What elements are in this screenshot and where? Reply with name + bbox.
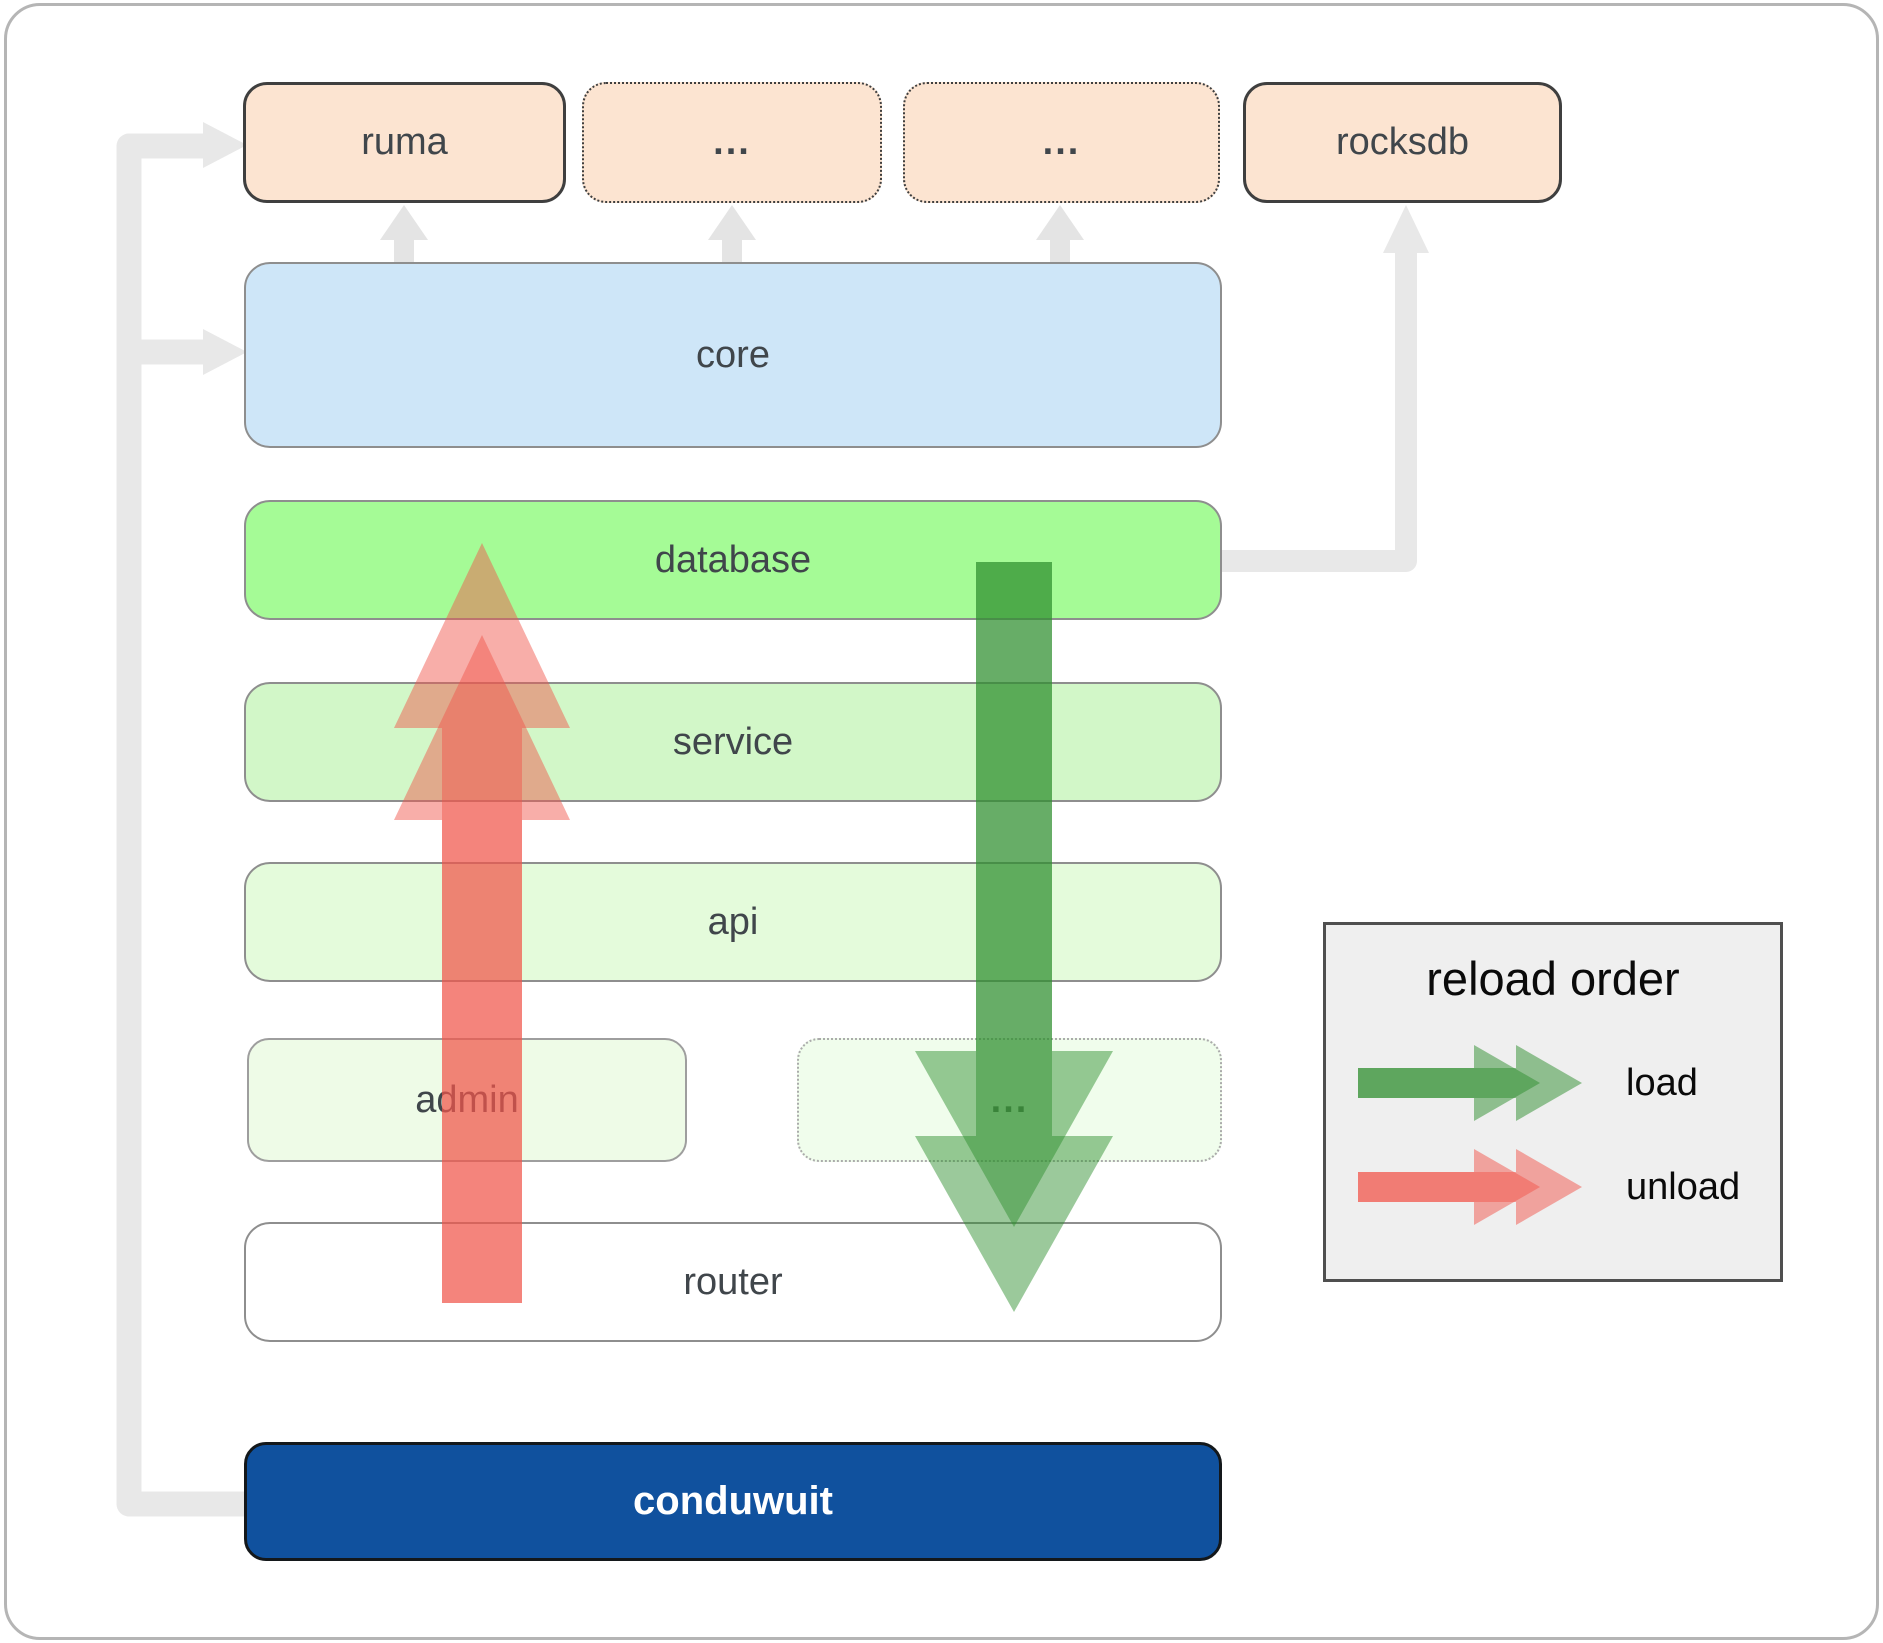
node-rocksdb: rocksdb [1243, 82, 1562, 203]
node-admin: admin [247, 1038, 687, 1162]
legend: reload order load unload [1323, 922, 1783, 1282]
arrow-core-to-ruma [380, 205, 428, 263]
node-ellipsis-admin-row-label: ... [990, 1078, 1029, 1121]
legend-title: reload order [1426, 952, 1680, 1005]
node-ellipsis-top-1: ... [582, 82, 882, 203]
node-ellipsis-top-1-label: ... [713, 121, 751, 163]
connector-database-to-rocksdb [1222, 250, 1417, 572]
node-api-label: api [707, 900, 759, 943]
node-api: api [244, 862, 1222, 982]
node-router-label: router [683, 1260, 783, 1303]
load-arrow-icon [1358, 1045, 1582, 1121]
node-conduwuit-label: conduwuit [633, 1479, 833, 1523]
arrowhead-into-rocksdb [1383, 205, 1429, 253]
legend-row-load: load [1358, 1040, 1780, 1126]
node-ellipsis-top-2: ... [903, 82, 1220, 203]
legend-row-unload: unload [1358, 1144, 1780, 1230]
node-core: core [244, 262, 1222, 448]
node-service-label: service [672, 720, 794, 763]
node-database: database [244, 500, 1222, 620]
arrow-core-to-ellipsis-1 [708, 205, 756, 263]
node-conduwuit: conduwuit [244, 1442, 1222, 1561]
legend-load-label: load [1626, 1061, 1698, 1104]
node-ellipsis-top-2-label: ... [1042, 121, 1081, 163]
unload-arrow-icon [1358, 1149, 1582, 1225]
node-rocksdb-label: rocksdb [1335, 121, 1470, 163]
node-service: service [244, 682, 1222, 802]
node-database-label: database [654, 538, 812, 581]
node-ellipsis-admin-row: ... [797, 1038, 1222, 1162]
node-router: router [244, 1222, 1222, 1342]
arrowhead-into-core [203, 329, 247, 375]
arrowhead-into-ruma [203, 122, 247, 168]
legend-unload-label: unload [1626, 1165, 1741, 1208]
node-ruma-label: ruma [361, 121, 448, 163]
arrow-core-to-ellipsis-2 [1036, 205, 1084, 263]
node-admin-label: admin [415, 1078, 519, 1121]
node-core-label: core [696, 333, 770, 376]
connector-conduwuit-to-ruma [116, 133, 247, 1517]
page-border [4, 3, 1879, 1640]
node-ruma: ruma [243, 82, 566, 203]
